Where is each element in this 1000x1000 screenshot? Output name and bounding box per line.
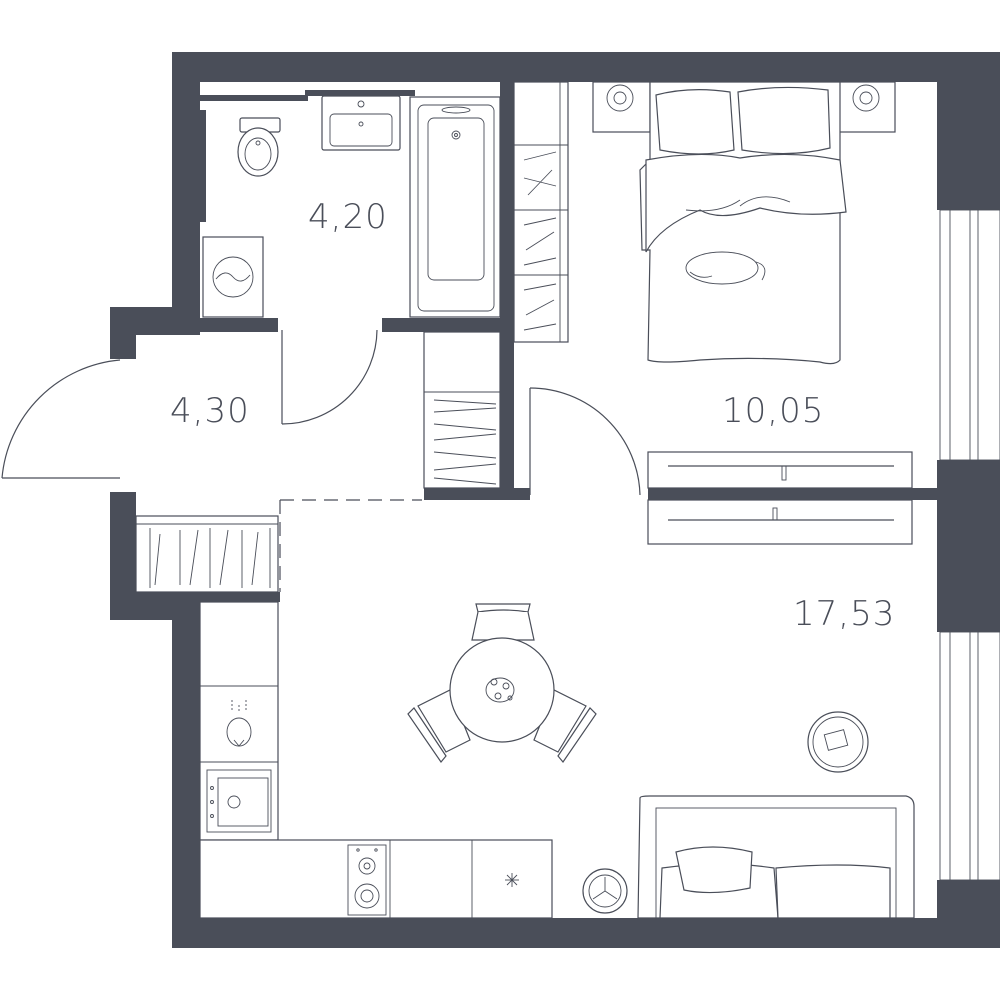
kitchen-sink-icon: [206, 769, 272, 833]
stove-icon: [347, 844, 387, 916]
area-label-bedroom: 10,05: [722, 391, 824, 431]
tv-unit-living: [647, 499, 913, 545]
side-table-icon: [807, 711, 869, 773]
bathroom-fixtures: [202, 95, 501, 318]
windows: [939, 209, 1000, 881]
fridge-icon: [505, 873, 519, 887]
robot-vacuum-icon: [582, 868, 628, 914]
washing-machine-icon: [202, 236, 264, 318]
area-label-hallway: 4,30: [170, 391, 250, 431]
tv-unit-bedroom: [647, 451, 913, 489]
toilet-icon: [237, 117, 281, 177]
bedroom-wardrobe: [513, 81, 569, 343]
bed-icon: [592, 81, 896, 365]
area-label-bathroom: 4,20: [308, 197, 388, 237]
closet-wardrobe: [423, 331, 501, 489]
bathtub-icon: [409, 96, 501, 318]
walls: [110, 52, 1000, 948]
hood-icon: [226, 700, 252, 747]
area-label-living-kitchen: 17,53: [793, 594, 895, 634]
cat-icon: [685, 251, 766, 285]
kitchen-counter: [199, 601, 553, 919]
dining-table-icon: [407, 603, 597, 763]
doors: [1, 329, 641, 592]
hallway-wardrobe: [135, 515, 279, 593]
sink-icon: [321, 95, 401, 151]
sofa-icon: [637, 795, 915, 919]
